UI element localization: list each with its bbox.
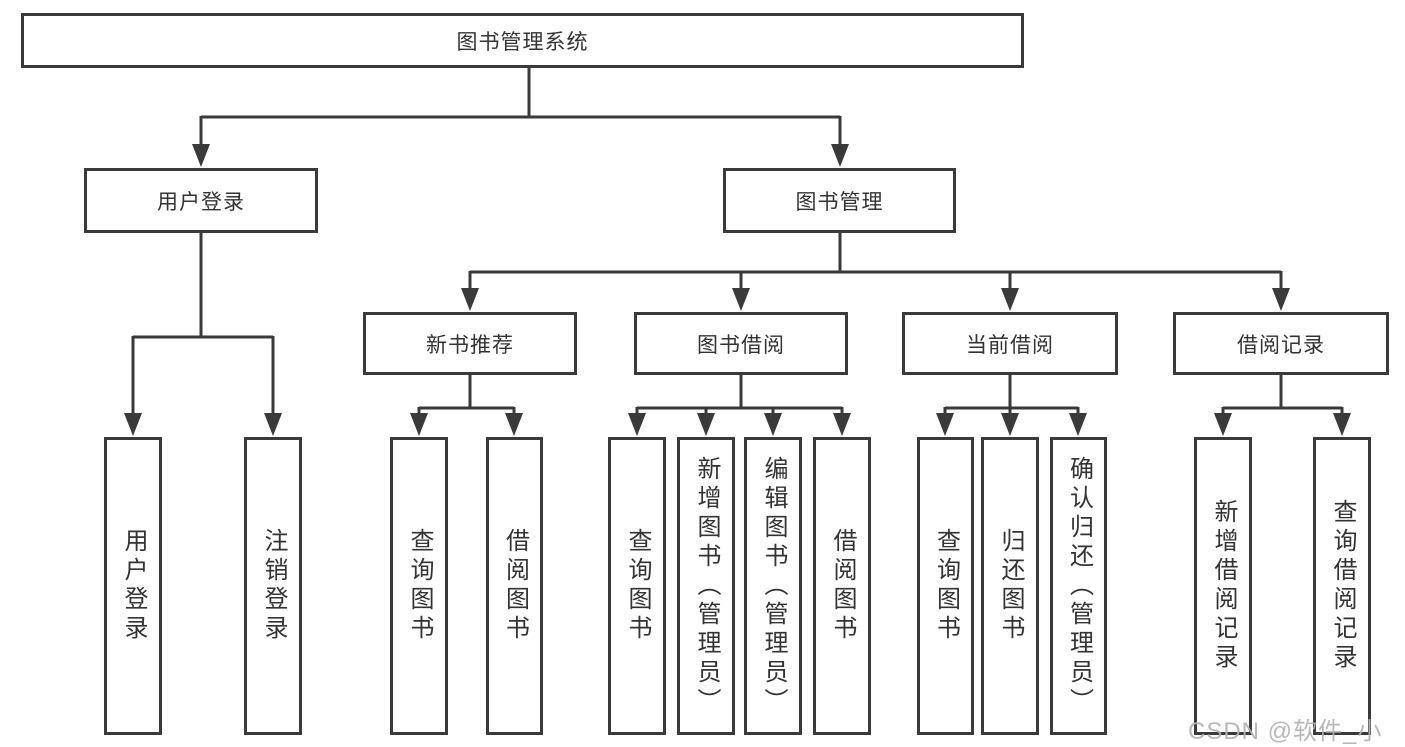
node-label: 借阅记录	[1237, 333, 1325, 357]
node-label: 用户登录	[120, 528, 147, 644]
leaf-edit-books-admin: 编辑图书（管理员）	[744, 437, 802, 735]
leaf-query-borrow-record: 查询借阅记录	[1313, 437, 1371, 735]
node-label: 确认归还（管理员）	[1065, 455, 1093, 717]
node-label: 新书推荐	[426, 333, 514, 357]
node-library-management-system: 图书管理系统	[21, 13, 1024, 68]
node-current-borrowing: 当前借阅	[902, 312, 1118, 375]
leaf-logout: 注销登录	[244, 437, 302, 735]
arrowheads	[124, 144, 1351, 436]
leaf-confirm-return-admin: 确认归还（管理员）	[1050, 437, 1107, 735]
node-label: 图书管理	[795, 190, 884, 214]
node-label: 归还图书	[997, 528, 1024, 644]
node-label: 注销登录	[260, 528, 287, 644]
node-label: 借阅图书	[829, 528, 856, 644]
node-label: 查询图书	[406, 528, 433, 644]
node-label: 图书借阅	[697, 333, 785, 357]
node-book-management: 图书管理	[723, 168, 956, 233]
leaf-borrow-books-borrowing: 借阅图书	[813, 437, 871, 735]
node-user-login: 用户登录	[84, 168, 318, 233]
leaf-return-books: 归还图书	[981, 437, 1039, 735]
node-label: 查询借阅记录	[1329, 499, 1356, 673]
leaf-add-books-admin: 新增图书（管理员）	[677, 437, 735, 735]
node-label: 图书管理系统	[456, 30, 589, 54]
node-label: 查询图书	[932, 528, 960, 644]
node-label: 新增借阅记录	[1210, 499, 1237, 673]
node-label: 借阅图书	[501, 528, 529, 644]
leaf-query-books-recommend: 查询图书	[390, 437, 448, 735]
csdn-watermark: CSDN @软件_小贺同学	[1188, 718, 1383, 745]
node-book-borrowing: 图书借阅	[634, 312, 848, 375]
node-label: 查询图书	[624, 528, 651, 644]
leaf-query-books-current: 查询图书	[917, 437, 974, 735]
node-new-book-recommendation: 新书推荐	[363, 312, 577, 375]
node-label: 新增图书（管理员）	[693, 455, 720, 717]
leaf-query-books-borrowing: 查询图书	[608, 437, 666, 735]
leaf-user-login: 用户登录	[104, 437, 162, 735]
node-label: 用户登录	[157, 190, 245, 214]
leaf-add-borrow-record: 新增借阅记录	[1194, 437, 1252, 735]
node-borrowing-records: 借阅记录	[1173, 312, 1389, 375]
leaf-borrow-books-recommend: 借阅图书	[486, 437, 543, 735]
node-label: 当前借阅	[966, 333, 1054, 357]
node-label: 编辑图书（管理员）	[760, 455, 787, 717]
